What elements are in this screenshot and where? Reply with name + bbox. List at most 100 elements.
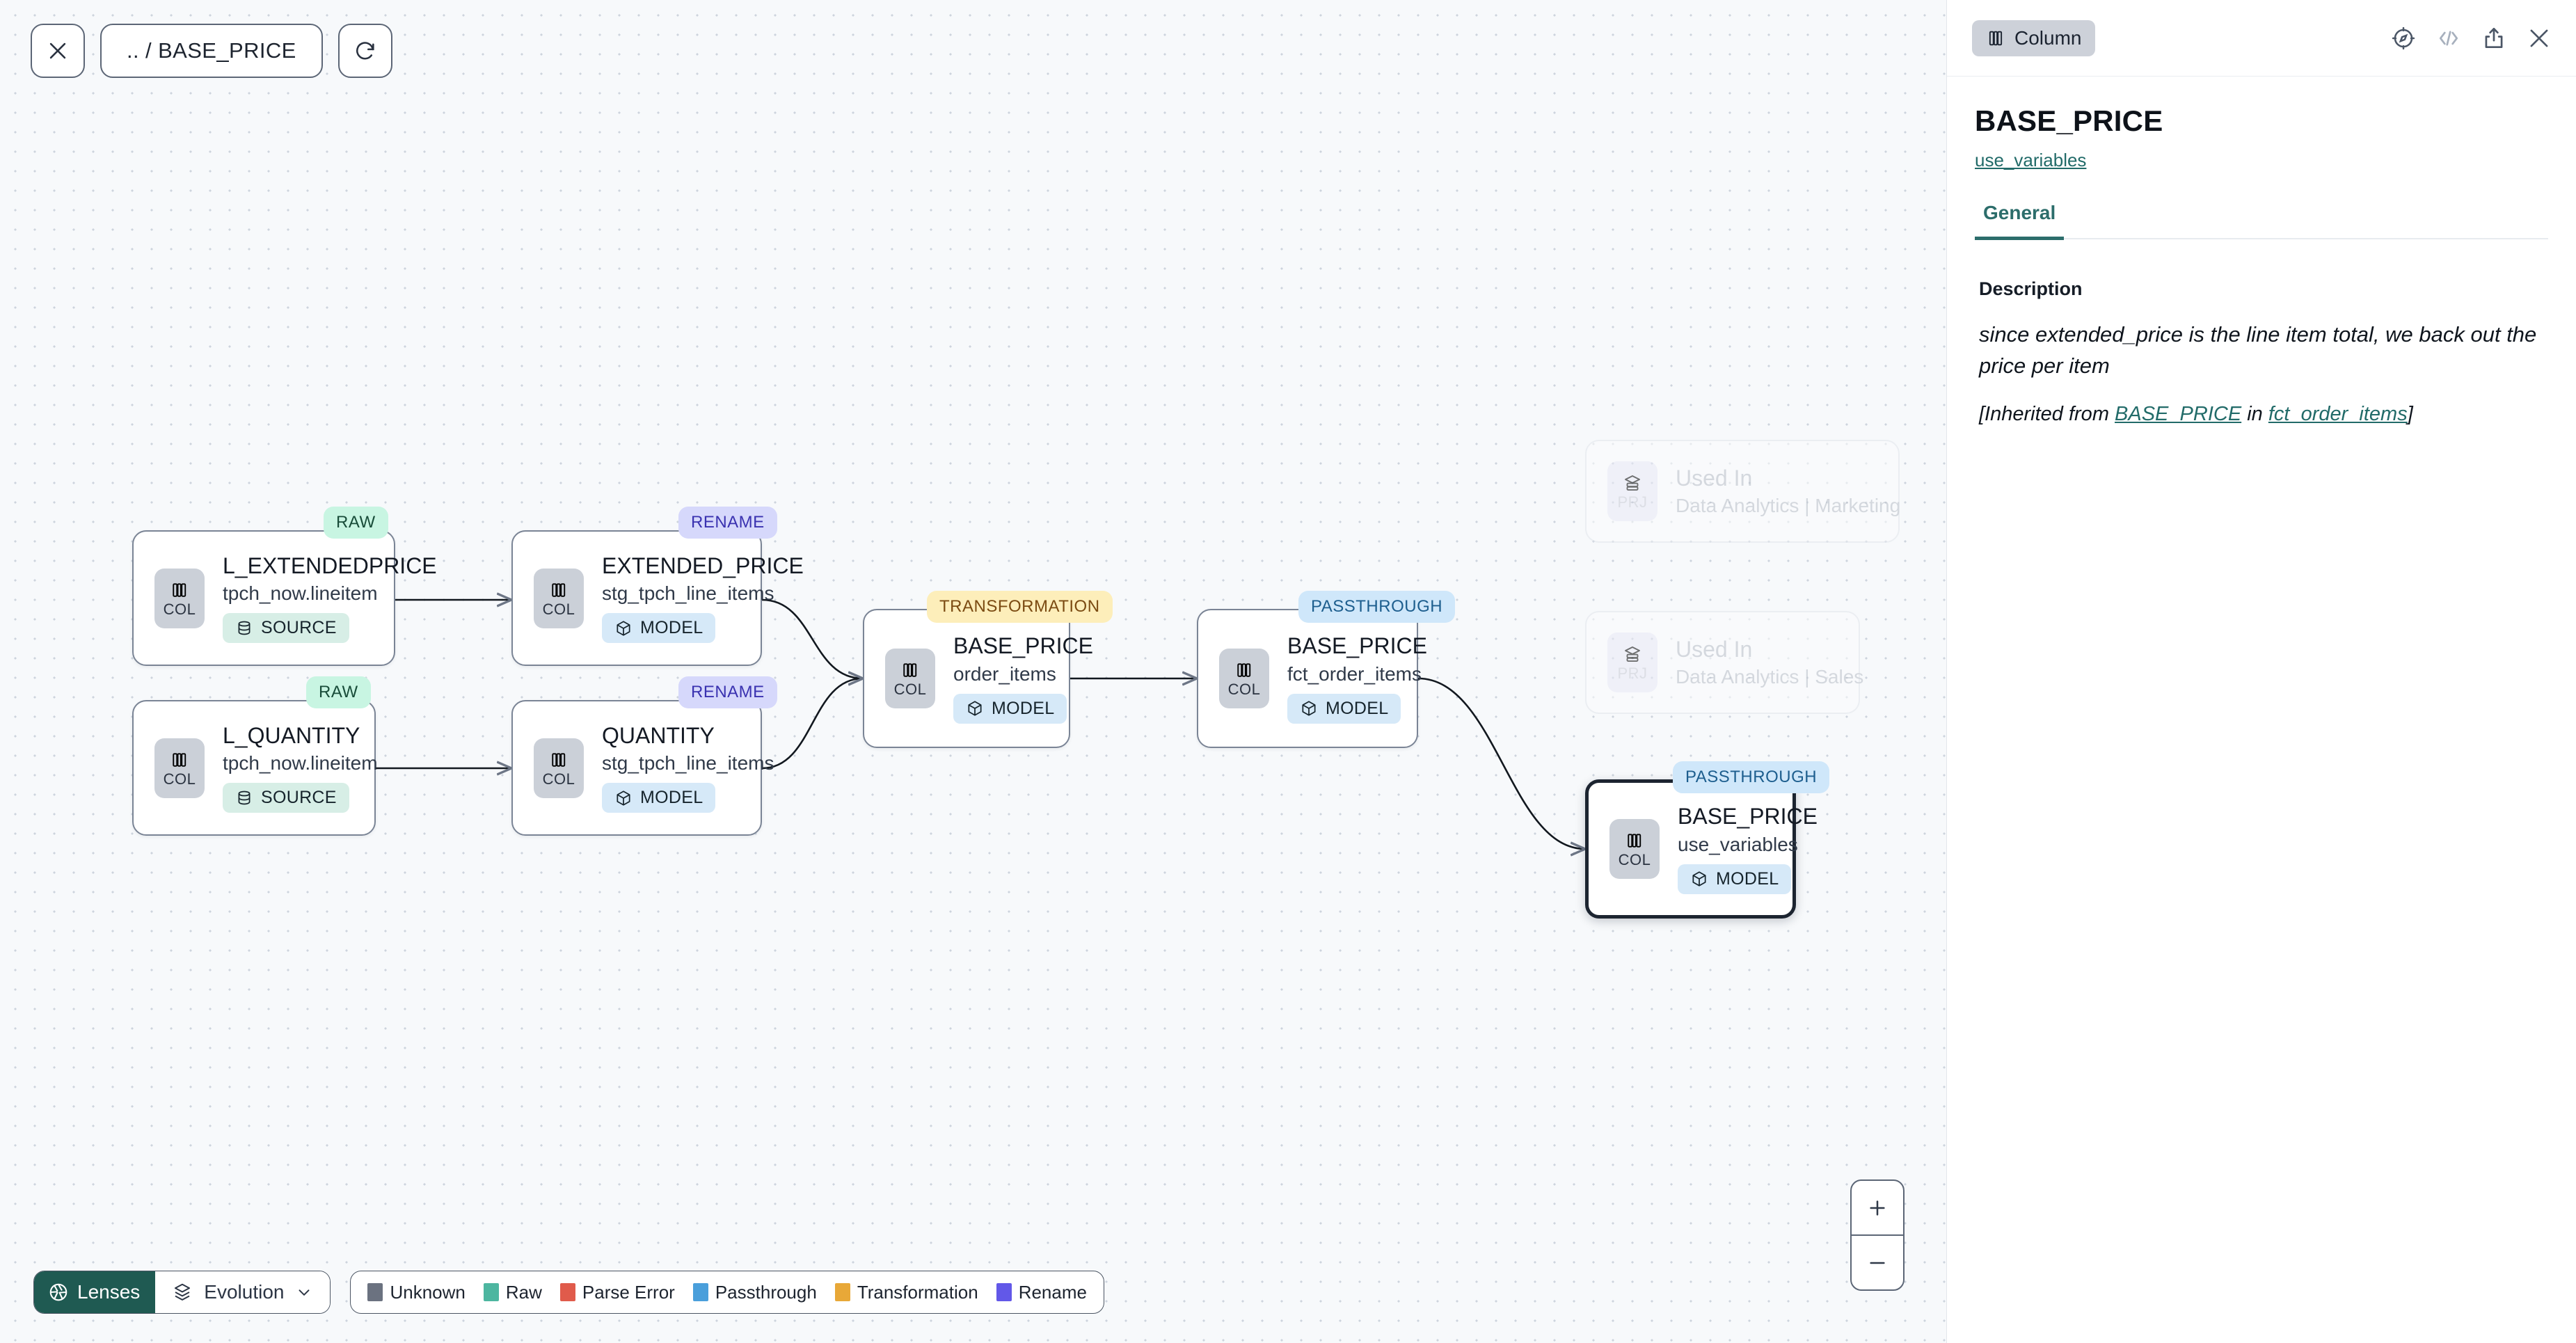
legend-label: Parse Error (582, 1281, 675, 1303)
panel-header: Column (1947, 0, 2576, 77)
panel-actions (2390, 25, 2552, 51)
node-icon-label: COL (163, 770, 196, 788)
node-title: L_QUANTITY (223, 722, 360, 748)
locate-icon[interactable] (2390, 25, 2417, 51)
breadcrumb[interactable]: .. / BASE_PRICE (100, 24, 323, 78)
node-icon-label: COL (163, 600, 196, 618)
tab-general[interactable]: General (1975, 202, 2065, 240)
node-title: QUANTITY (602, 722, 715, 748)
column-icon: COL (534, 568, 584, 628)
panel-tabs: General (1975, 202, 2548, 240)
lenses-button[interactable]: Lenses (34, 1271, 156, 1313)
entity-type-chip[interactable]: Column (1972, 19, 2096, 56)
node-kind-pill: MODEL (1678, 864, 1792, 894)
node-icon-label: PRJ (1617, 493, 1648, 511)
code-brackets-icon (2439, 30, 2458, 46)
legend-item[interactable]: Transformation (834, 1281, 978, 1303)
legend-swatch (692, 1283, 708, 1301)
node-subtitle: Data Analytics | Marketing (1676, 495, 1901, 517)
node-icon-label: COL (1227, 681, 1261, 698)
legend-item[interactable]: Raw (483, 1282, 542, 1303)
node-kind-label: SOURCE (261, 618, 337, 638)
node-body: Used In Data Analytics | Marketing (1676, 466, 1900, 518)
node-title: L_EXTENDEDPRICE (223, 553, 437, 578)
node-kind-pill: SOURCE (223, 613, 349, 644)
legend-label: Transformation (857, 1281, 978, 1303)
node-subtitle: fct_order_items (1287, 662, 1422, 685)
node-subtitle: Data Analytics | Sales (1676, 666, 1864, 688)
lineage-node[interactable]: PRJ Used In Data Analytics | Marketing (1585, 440, 1900, 543)
node-icon-label: COL (893, 681, 927, 698)
minus-icon (1870, 1262, 1885, 1264)
refresh-icon (356, 42, 374, 60)
zoom-out-button[interactable] (1852, 1234, 1903, 1289)
inherited-note: [Inherited from BASE_PRICE in fct_order_… (1979, 400, 2548, 429)
node-subtitle: stg_tpch_line_items (602, 752, 774, 774)
node-title: Used In (1676, 636, 1753, 662)
refresh-button[interactable] (337, 24, 392, 78)
node-kind-pill: MODEL (1287, 693, 1401, 724)
node-subtitle: stg_tpch_line_items (602, 582, 774, 605)
canvas-toolbar: .. / BASE_PRICE (31, 24, 392, 78)
inherited-model-link[interactable]: fct_order_items (2268, 402, 2408, 425)
share-icon[interactable] (2481, 25, 2507, 51)
column-icon: COL (154, 568, 205, 628)
node-icon-label: COL (542, 600, 575, 618)
close-panel-icon[interactable] (2526, 25, 2552, 51)
chevron-down-icon (299, 1289, 310, 1296)
node-kind-label: MODEL (992, 698, 1055, 718)
node-kind-pill: MODEL (953, 693, 1067, 724)
inherited-middle: in (2241, 402, 2268, 425)
node-status-badge: TRANSFORMATION (927, 591, 1113, 623)
model-link[interactable]: use_variables (1975, 150, 2087, 170)
legend-label: Rename (1018, 1281, 1087, 1303)
legend-item[interactable]: Rename (996, 1282, 1087, 1303)
node-subtitle: use_variables (1678, 833, 1798, 855)
close-canvas-button[interactable] (31, 24, 85, 78)
code-icon[interactable] (2435, 25, 2462, 51)
node-title: EXTENDED_PRICE (602, 553, 804, 578)
column-icon: COL (154, 738, 205, 798)
column-icon (1989, 31, 2003, 45)
description-label: Description (1979, 278, 2083, 299)
node-kind-pill: MODEL (602, 613, 716, 644)
node-title: BASE_PRICE (1678, 804, 1818, 829)
legend-swatch (367, 1283, 383, 1301)
column-icon: COL (1219, 649, 1269, 708)
canvas-bottom-bar: Lenses Evolution Unknown Raw Parse Error Pa… (33, 1271, 1104, 1314)
node-kind-label: MODEL (640, 618, 703, 638)
evolution-dropdown[interactable]: Evolution (155, 1271, 331, 1313)
node-kind-label: MODEL (1326, 698, 1389, 718)
legend-item[interactable]: Passthrough (692, 1281, 817, 1303)
node-kind-label: MODEL (1716, 868, 1779, 889)
node-status-badge: PASSTHROUGH (1298, 591, 1456, 623)
node-subtitle: order_items (953, 662, 1056, 685)
column-icon: COL (885, 649, 935, 708)
node-subtitle: tpch_now.lineitem (223, 582, 378, 605)
legend-label: Unknown (390, 1281, 466, 1303)
zoom-in-button[interactable] (1852, 1181, 1903, 1234)
legend-label: Passthrough (715, 1281, 817, 1303)
node-title: Used In (1676, 465, 1753, 491)
legend-item[interactable]: Parse Error (559, 1281, 675, 1303)
legend-item[interactable]: Unknown (367, 1281, 466, 1303)
node-kind-label: MODEL (640, 788, 703, 808)
legend: Unknown Raw Parse Error Passthrough Transfor… (350, 1271, 1104, 1314)
inherited-column-link[interactable]: BASE_PRICE (2115, 402, 2242, 425)
share-upload-icon (2485, 27, 2503, 48)
plus-icon (1870, 1200, 1885, 1216)
description-text: since extended_price is the line item to… (1979, 322, 2537, 378)
close-icon (49, 42, 66, 59)
